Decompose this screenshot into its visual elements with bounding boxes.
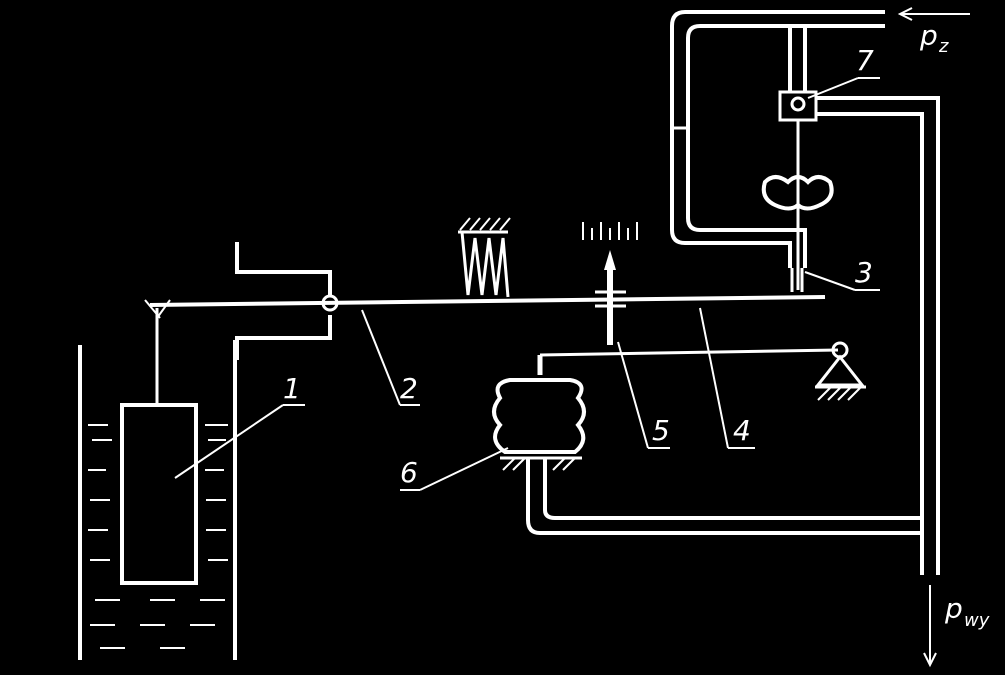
setpoint-scale — [582, 222, 638, 240]
output-signal-subscript: wy — [964, 610, 990, 631]
lever-beam — [144, 295, 826, 319]
setpoint-pointer — [595, 250, 626, 345]
label-4: 4 — [733, 414, 751, 447]
leader-lines — [174, 77, 880, 491]
label-2: 2 — [400, 372, 418, 405]
label-3: 3 — [855, 256, 873, 289]
relay-amplifier — [670, 10, 940, 575]
input-signal-subscript: z — [938, 36, 949, 57]
label-6: 6 — [400, 456, 418, 489]
feedback-pipe — [526, 458, 922, 535]
input-signal-label: p — [919, 19, 938, 52]
float — [120, 403, 198, 585]
label-1: 1 — [283, 372, 301, 405]
spring — [458, 217, 511, 298]
output-arrow — [923, 585, 937, 668]
feedback-bellows — [492, 378, 586, 471]
label-7: 7 — [856, 44, 874, 77]
output-signal-label: p — [944, 592, 963, 625]
label-5: 5 — [652, 414, 670, 447]
feedback-lever — [537, 341, 866, 401]
liquid-tank — [78, 308, 237, 660]
input-arrow — [897, 7, 970, 21]
